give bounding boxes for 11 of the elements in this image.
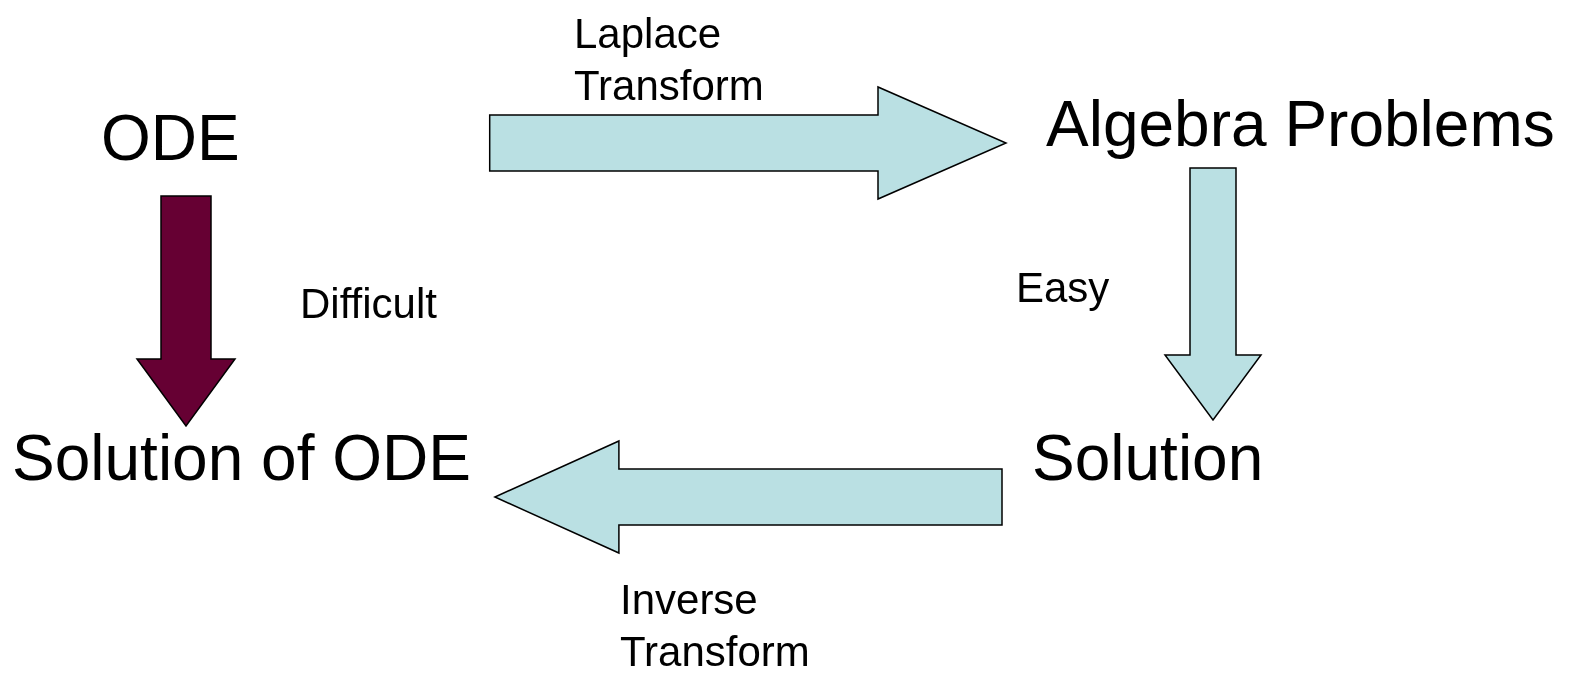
node-label: Solution of ODE [12,426,471,490]
edge-label: Laplace Transform [574,9,765,111]
node-label: Solution [1032,426,1264,490]
block-arrow [135,195,237,428]
block-arrow [488,85,1008,201]
edge-label: Easy [1016,263,1111,313]
block-arrow [1163,167,1263,422]
edge-label: Inverse Transform [620,575,811,677]
node-label: ODE [101,106,240,170]
edge-label: Difficult [300,279,438,329]
block-arrow [493,439,1003,555]
